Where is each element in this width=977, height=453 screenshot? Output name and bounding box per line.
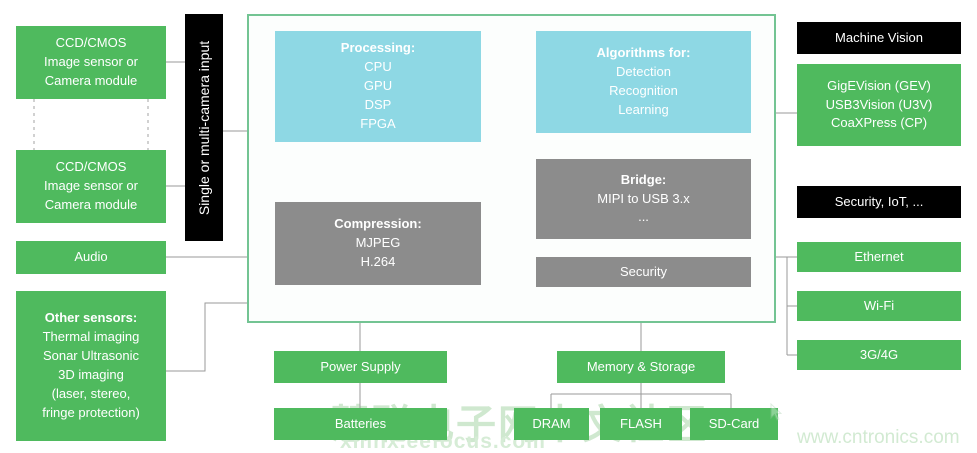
bridge-heading: Bridge: xyxy=(620,171,667,187)
batteries-label: Batteries xyxy=(334,415,387,431)
other-sensors-heading: Other sensors: xyxy=(44,310,138,326)
other-sensors-box[interactable]: Other sensors: Thermal imaging Sonar Ult… xyxy=(16,291,166,441)
connectivity-wifi[interactable]: Wi-Fi xyxy=(797,291,961,321)
bridge-item-mipi: MIPI to USB 3.x xyxy=(597,190,690,206)
compression-heading: Compression: xyxy=(334,216,422,232)
protocol-usb3vision: USB3Vision (U3V) xyxy=(825,96,933,112)
memory-item-sdcard-label: SD-Card xyxy=(708,415,760,431)
algorithms-item-recognition: Recognition xyxy=(609,83,678,98)
cursor-pointer-icon xyxy=(770,403,782,421)
memory-item-flash[interactable]: FLASH xyxy=(600,408,682,440)
memory-item-dram[interactable]: DRAM xyxy=(514,408,589,440)
sensor-module-bottom[interactable]: CCD/CMOS Image sensor or Camera module xyxy=(16,150,166,223)
connectivity-3g4g-label: 3G/4G xyxy=(859,346,899,362)
sensor-module-top[interactable]: CCD/CMOS Image sensor or Camera module xyxy=(16,26,166,99)
protocol-coaxpress: CoaXPress (CP) xyxy=(830,115,928,131)
other-sensors-line-2: Sonar Ultrasonic xyxy=(42,348,140,364)
audio-input-box[interactable]: Audio xyxy=(16,241,166,274)
algorithms-block[interactable]: Algorithms for: Detection Recognition Le… xyxy=(536,31,751,133)
core-processing-container: Processing: CPU GPU DSP FPGA Compression… xyxy=(247,14,776,323)
machine-vision-header-label: Machine Vision xyxy=(835,29,923,45)
bridge-item-more: ... xyxy=(638,209,649,225)
wire-othersensors-to-core xyxy=(166,302,247,372)
camera-input-label-box: Single or multi-camera input xyxy=(185,14,223,241)
sensor-bottom-line-1: CCD/CMOS xyxy=(55,159,127,175)
processing-item-gpu: GPU xyxy=(363,78,393,94)
sensor-top-line-1: CCD/CMOS xyxy=(55,35,127,51)
other-sensors-line-4: (laser, stereo, xyxy=(51,385,131,401)
memory-item-dram-label: DRAM xyxy=(532,415,571,431)
security-block[interactable]: Security xyxy=(536,257,751,287)
processing-item-fpga: FPGA xyxy=(360,115,396,131)
algorithms-item-learning: Learning xyxy=(618,101,669,117)
bridge-block[interactable]: Bridge: MIPI to USB 3.x ... xyxy=(536,159,751,239)
other-sensors-line-1: Thermal imaging xyxy=(42,329,140,345)
connectivity-wifi-label: Wi-Fi xyxy=(863,297,895,313)
power-supply-label: Power Supply xyxy=(320,358,401,374)
batteries-box[interactable]: Batteries xyxy=(274,408,447,440)
sensor-bottom-line-2: Image sensor or xyxy=(44,178,138,194)
security-iot-header: Security, IoT, ... xyxy=(797,186,961,218)
power-supply-box[interactable]: Power Supply xyxy=(274,351,447,383)
protocol-gigevision: GigEVision (GEV) xyxy=(827,77,931,93)
other-sensors-line-3: 3D imaging xyxy=(58,367,124,382)
processing-heading: Processing: xyxy=(340,40,416,56)
sensor-stack-dashes xyxy=(33,99,149,151)
sensor-top-line-2: Image sensor or xyxy=(44,54,138,70)
processing-item-cpu: CPU xyxy=(364,59,392,75)
connectivity-ethernet-label: Ethernet xyxy=(854,248,904,264)
memory-item-sdcard[interactable]: SD-Card xyxy=(690,408,778,440)
compression-item-mjpeg: MJPEG xyxy=(355,235,401,251)
camera-input-label: Single or multi-camera input xyxy=(196,40,212,215)
memory-storage-box[interactable]: Memory & Storage xyxy=(557,351,725,383)
algorithms-heading: Algorithms for: xyxy=(596,45,691,61)
compression-block[interactable]: Compression: MJPEG H.264 xyxy=(275,202,481,285)
connectivity-ethernet[interactable]: Ethernet xyxy=(797,242,961,272)
algorithms-item-detection: Detection xyxy=(616,64,671,80)
machine-vision-header: Machine Vision xyxy=(797,22,961,54)
security-iot-header-label: Security, IoT, ... xyxy=(834,193,924,209)
sensor-top-line-3: Camera module xyxy=(44,72,138,88)
processing-block[interactable]: Processing: CPU GPU DSP FPGA xyxy=(275,31,481,142)
memory-storage-label: Memory & Storage xyxy=(586,358,696,374)
compression-item-h264: H.264 xyxy=(360,253,396,269)
memory-item-flash-label: FLASH xyxy=(620,415,662,431)
sensor-bottom-line-3: Camera module xyxy=(44,196,138,212)
other-sensors-line-5: fringe protection) xyxy=(42,404,140,420)
security-label: Security xyxy=(620,263,667,279)
machine-vision-protocols-box[interactable]: GigEVision (GEV) USB3Vision (U3V) CoaXPr… xyxy=(797,64,961,146)
processing-item-dsp: DSP xyxy=(364,96,392,112)
audio-label: Audio xyxy=(74,249,108,265)
connectivity-3g4g[interactable]: 3G/4G xyxy=(797,340,961,370)
watermark-site-url: www.cntronics.com xyxy=(797,427,960,448)
